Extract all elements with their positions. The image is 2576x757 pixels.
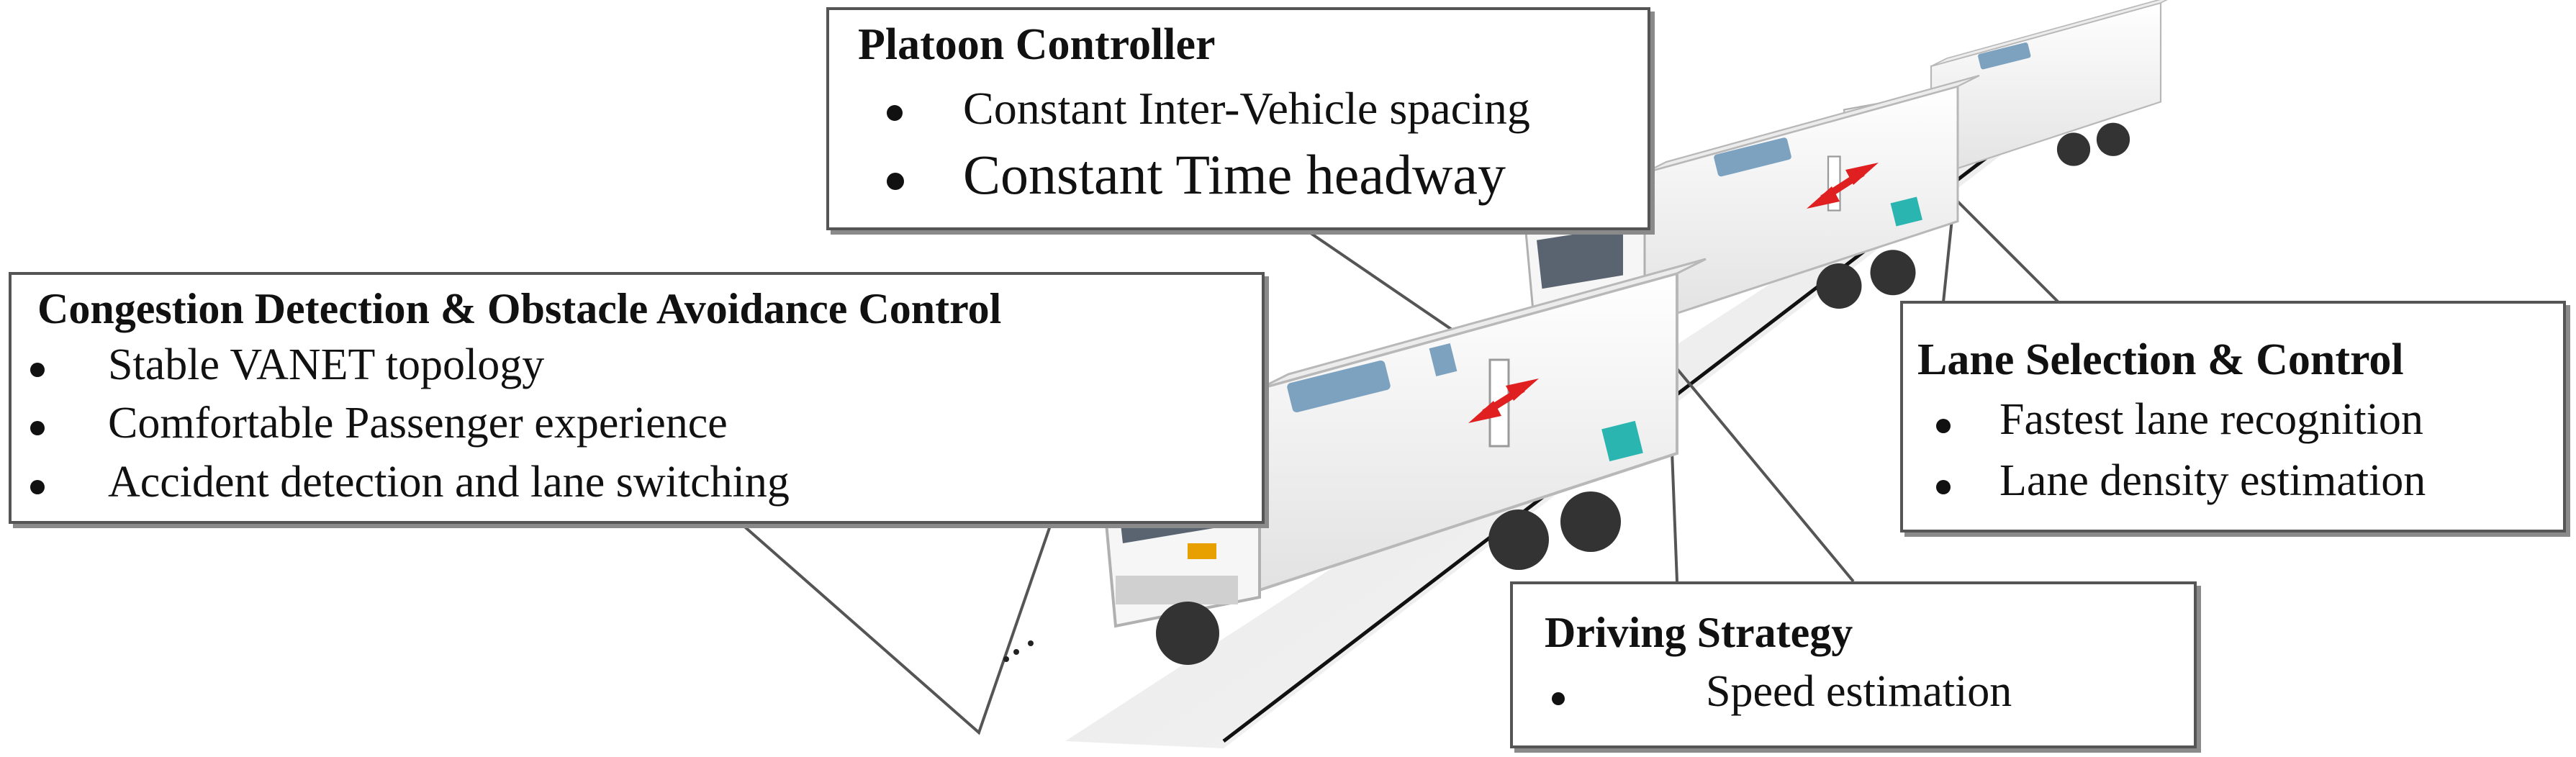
motion-dots (1003, 640, 1034, 662)
driving-strategy-list: Speed estimation (1545, 666, 2194, 717)
lane-selection-list: Fastest lane recognition Lane density es… (1917, 394, 2563, 507)
list-item-text: Accident detection and lane switching (108, 457, 790, 507)
driving-strategy-title: Driving Strategy (1545, 609, 1853, 656)
congestion-detection-callout: Congestion Detection & Obstacle Avoidanc… (9, 272, 1265, 524)
list-item-text: Speed estimation (1706, 667, 2012, 716)
list-item-text: Constant Inter-Vehicle spacing (963, 83, 1530, 135)
bullet-icon (1552, 692, 1565, 705)
pointer-driving (1666, 354, 1855, 583)
list-item: Constant Inter-Vehicle spacing (858, 82, 1648, 135)
bullet-icon (1936, 480, 1951, 495)
double-arrow-icon (1807, 163, 1879, 209)
list-item-text: Comfortable Passenger experience (108, 399, 728, 448)
bullet-icon (887, 105, 903, 122)
bullet-icon (30, 479, 45, 494)
list-item: Fastest lane recognition (1917, 394, 2563, 445)
list-item: Stable VANET topology (30, 340, 1262, 391)
list-item: Comfortable Passenger experience (30, 398, 1262, 449)
double-arrow-icon (1468, 378, 1539, 423)
bullet-icon (30, 363, 45, 377)
congestion-detection-title: Congestion Detection & Obstacle Avoidanc… (37, 285, 1002, 332)
list-item-text: Lane density estimation (1999, 456, 2426, 506)
congestion-detection-list: Stable VANET topology Comfortable Passen… (30, 340, 1262, 508)
bullet-icon (887, 172, 904, 190)
pointer-congestion (740, 522, 1052, 735)
list-item-text: Constant Time headway (963, 142, 1506, 206)
list-item: Lane density estimation (1917, 455, 2563, 507)
list-item-text: Stable VANET topology (108, 340, 545, 389)
list-item: Speed estimation (1545, 666, 2194, 717)
bullet-icon (1936, 419, 1951, 434)
bullet-icon (30, 421, 45, 436)
list-item: Constant Time headway (858, 142, 1648, 207)
platoon-controller-callout: Platoon Controller Constant Inter-Vehicl… (826, 7, 1650, 230)
platoon-controller-list: Constant Inter-Vehicle spacing Constant … (858, 82, 1648, 207)
list-item-text: Fastest lane recognition (1999, 395, 2423, 445)
platoon-controller-title: Platoon Controller (858, 20, 1216, 69)
lane-selection-title: Lane Selection & Control (1917, 335, 2404, 384)
list-item: Accident detection and lane switching (30, 457, 1262, 508)
lane-selection-callout: Lane Selection & Control Fastest lane re… (1900, 301, 2566, 532)
driving-strategy-callout: Driving Strategy Speed estimation (1510, 581, 2197, 748)
